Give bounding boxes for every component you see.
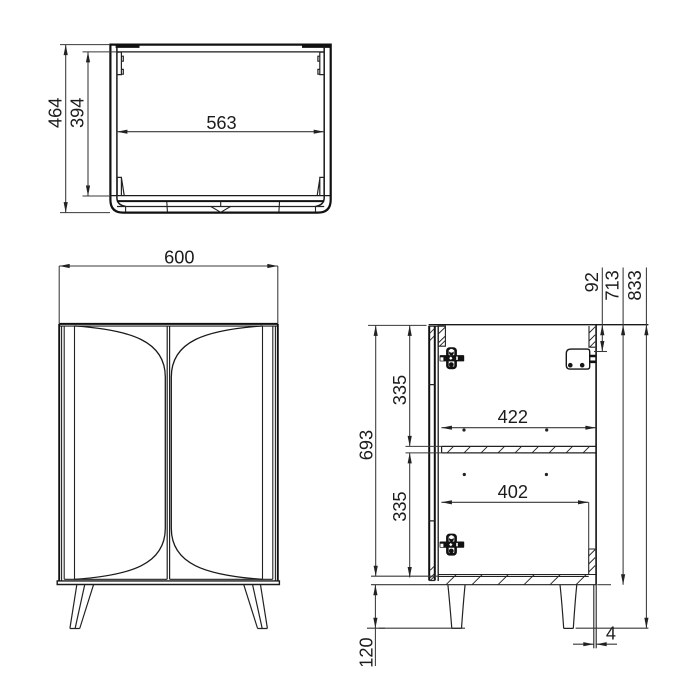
svg-text:335: 335 xyxy=(390,491,410,521)
svg-text:402: 402 xyxy=(498,482,528,502)
svg-text:833: 833 xyxy=(625,270,645,300)
svg-text:600: 600 xyxy=(164,248,194,268)
svg-text:464: 464 xyxy=(45,98,65,128)
svg-text:713: 713 xyxy=(603,270,623,300)
svg-text:422: 422 xyxy=(498,407,528,427)
svg-text:4: 4 xyxy=(606,624,616,644)
svg-text:693: 693 xyxy=(357,430,377,460)
svg-text:120: 120 xyxy=(357,637,377,667)
svg-text:563: 563 xyxy=(206,113,236,133)
svg-text:335: 335 xyxy=(390,375,410,405)
svg-text:92: 92 xyxy=(582,272,602,292)
svg-text:394: 394 xyxy=(68,98,88,128)
